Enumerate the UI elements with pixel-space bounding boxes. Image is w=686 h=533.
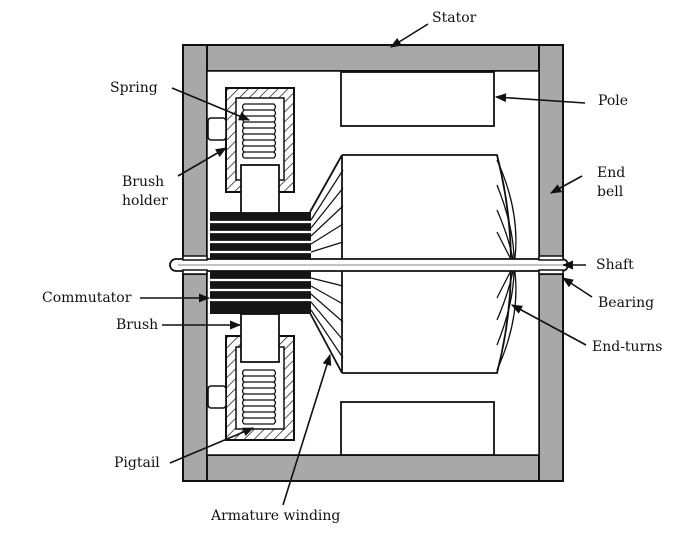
left-end-bell-upper	[182, 44, 208, 258]
label-pole: Pole	[598, 93, 629, 109]
shaft-drawing	[169, 258, 569, 272]
bearing-leader	[562, 277, 593, 298]
label-brush: Brush	[116, 317, 159, 333]
label-stator: Stator	[432, 10, 477, 26]
right-end-bell-lower	[538, 273, 564, 482]
stator-leader	[390, 23, 429, 48]
pigtail-leader	[169, 427, 255, 464]
lower-brush-holder-drawing	[207, 313, 295, 441]
label-pigtail: Pigtail	[114, 455, 160, 471]
spring-leader	[171, 87, 251, 121]
bearings	[182, 255, 564, 275]
brush-holder-leader	[177, 147, 227, 177]
armature-winding-lower	[309, 312, 343, 374]
end-bell-leader	[550, 175, 583, 194]
lower-pole	[340, 401, 495, 456]
label-end-turns: End-turns	[592, 339, 663, 355]
label-armature-winding: Armature winding	[211, 508, 341, 524]
leader-lines	[140, 23, 593, 506]
label-spring: Spring	[110, 80, 158, 96]
end-turns-drawing	[496, 159, 517, 371]
label-shaft: Shaft	[596, 257, 634, 273]
end-turns-leader	[511, 304, 587, 346]
label-commutator: Commutator	[42, 290, 132, 306]
stator-top	[182, 44, 564, 72]
upper-pole	[340, 71, 495, 127]
armature-winding-upper	[309, 154, 343, 213]
left-end-bell-lower	[182, 273, 208, 482]
label-bearing: Bearing	[598, 295, 655, 311]
winding-lines	[310, 169, 344, 359]
label-brush-holder-line1: Brush	[122, 174, 165, 190]
pole-leader	[494, 93, 586, 104]
right-end-bell-upper	[538, 44, 564, 258]
upper-brush-holder-drawing	[207, 87, 295, 214]
stator-bottom	[182, 454, 564, 482]
armature-winding-leader	[282, 353, 332, 506]
label-brush-holder-line2: holder	[122, 193, 168, 209]
label-end-bell-line2: bell	[597, 184, 624, 200]
label-end-bell-line1: End	[597, 165, 626, 181]
